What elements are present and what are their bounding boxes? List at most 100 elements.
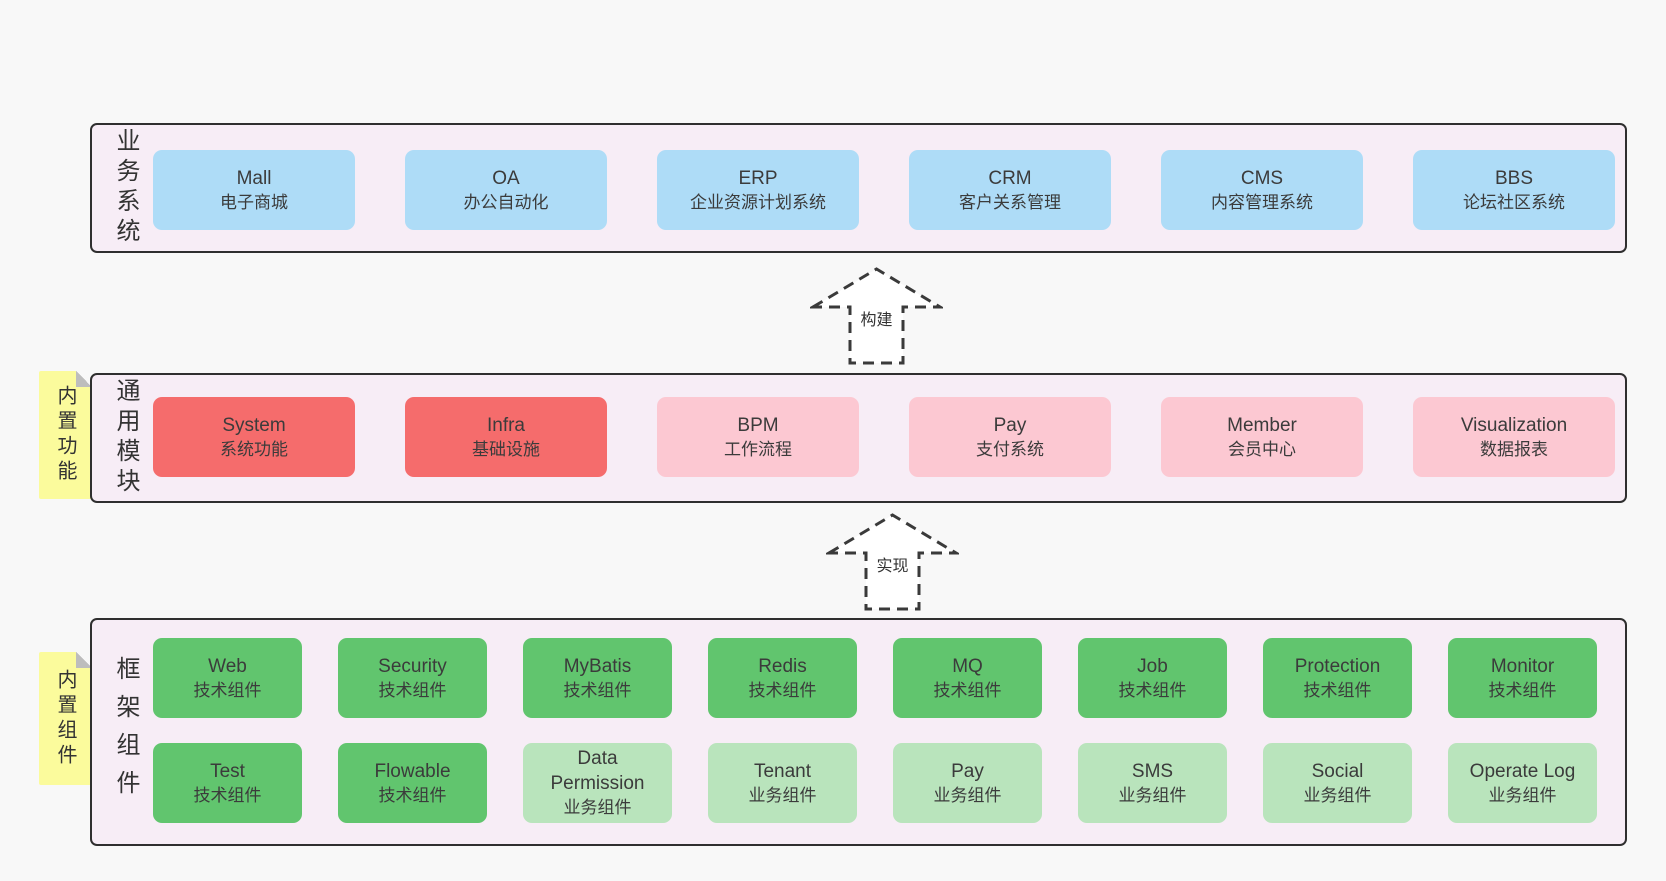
folded-corner-icon [76,371,92,387]
box-crm: CRM 客户关系管理 [909,150,1111,230]
box-pay-biz: Pay 业务组件 [893,743,1042,823]
box-desc: 业务组件 [748,785,817,805]
layer-framework-components-label: 框架组件 [112,656,139,808]
box-name: MQ [952,655,983,677]
box-name: MyBatis [563,655,632,677]
box-bbs: BBS 论坛社区系统 [1413,150,1615,230]
box-name: Infra [486,414,526,436]
box-name: ERP [738,167,778,189]
box-desc: 技术组件 [1118,680,1187,700]
box-sms: SMS 业务组件 [1078,743,1227,823]
folded-corner-icon [76,652,92,668]
box-member: Member 会员中心 [1161,397,1363,477]
box-desc: 数据报表 [1480,439,1548,459]
box-erp: ERP 企业资源计划系统 [657,150,859,230]
box-desc: 业务组件 [563,798,632,817]
box-desc: 办公自动化 [463,192,549,212]
box-name: Pay [993,414,1027,436]
box-desc: 工作流程 [724,439,792,459]
box-name: OA [492,167,520,189]
box-operate-log: Operate Log 业务组件 [1448,743,1597,823]
box-web: Web 技术组件 [153,638,302,718]
box-redis: Redis 技术组件 [708,638,857,718]
box-name: Visualization [1460,414,1568,436]
box-desc: 会员中心 [1228,439,1296,459]
dashed-up-arrow-icon [826,513,959,611]
box-desc: 支付系统 [976,439,1044,459]
box-mall: Mall 电子商城 [153,150,355,230]
arrow-implement: 实现 [826,513,959,611]
box-test: Test 技术组件 [153,743,302,823]
box-mq: MQ 技术组件 [893,638,1042,718]
box-name: Monitor [1490,655,1555,677]
box-name: Test [210,760,245,782]
box-desc: 企业资源计划系统 [690,192,826,212]
box-desc: 技术组件 [933,680,1002,700]
box-oa: OA 办公自动化 [405,150,607,230]
box-name: Tenant [753,760,812,782]
box-pay: Pay 支付系统 [909,397,1111,477]
box-desc: 技术组件 [1488,680,1557,700]
layer-common-modules-label: 通用模块 [112,378,139,498]
box-name: SMS [1131,760,1174,782]
box-name: BBS [1494,167,1534,189]
box-name: Operate Log [1469,760,1576,782]
box-name: CMS [1240,167,1284,189]
box-monitor: Monitor 技术组件 [1448,638,1597,718]
box-desc: 技术组件 [378,680,447,700]
sticky-note-built-in-components: 内置组件 [39,652,92,785]
box-desc: 技术组件 [1303,680,1372,700]
box-infra: Infra 基础设施 [405,397,607,477]
box-name: Flowable [374,760,451,782]
box-name: Data Permission [550,748,645,794]
box-desc: 论坛社区系统 [1463,192,1565,212]
box-desc: 技术组件 [378,785,447,805]
sticky-note-label: 内置组件 [54,668,76,769]
layer-framework-components: 框架组件 Web 技术组件 Security 技术组件 MyBatis 技术组件… [90,618,1627,846]
box-desc: 基础设施 [472,439,540,459]
box-name: CRM [988,167,1032,189]
box-desc: 内容管理系统 [1211,192,1313,212]
box-name: Mall [236,167,272,189]
box-desc: 技术组件 [563,680,632,700]
box-desc: 业务组件 [1488,785,1557,805]
box-social: Social 业务组件 [1263,743,1412,823]
box-name: Job [1137,655,1168,677]
box-protection: Protection 技术组件 [1263,638,1412,718]
box-tenant: Tenant 业务组件 [708,743,857,823]
box-name: System [222,414,286,436]
sticky-note-built-in-features: 内置功能 [39,371,92,499]
box-data-permission: Data Permission 业务组件 [523,743,672,823]
box-mybatis: MyBatis 技术组件 [523,638,672,718]
box-desc: 客户关系管理 [959,192,1061,212]
box-security: Security 技术组件 [338,638,487,718]
layer-business-systems-label: 业务系统 [112,128,139,248]
box-system: System 系统功能 [153,397,355,477]
arrow-build-label: 构建 [860,311,892,329]
box-name: Member [1227,414,1297,436]
box-cms: CMS 内容管理系统 [1161,150,1363,230]
box-desc: 系统功能 [220,439,288,459]
box-name: Social [1311,760,1364,782]
box-desc: 业务组件 [1118,785,1187,805]
box-name: Redis [758,655,807,677]
box-desc: 业务组件 [1303,785,1372,805]
box-name: Protection [1294,655,1381,677]
box-desc: 技术组件 [193,680,262,700]
box-visualization: Visualization 数据报表 [1413,397,1615,477]
dashed-up-arrow-icon [810,267,943,365]
layer-common-modules: 通用模块 System 系统功能 Infra 基础设施 BPM 工作流程 Pay… [90,373,1627,503]
box-name: BPM [737,414,779,436]
arrow-implement-label: 实现 [876,557,908,575]
box-desc: 技术组件 [748,680,817,700]
box-flowable: Flowable 技术组件 [338,743,487,823]
box-name: Web [208,655,247,677]
box-name: Pay [951,760,984,782]
box-bpm: BPM 工作流程 [657,397,859,477]
box-name: Security [378,655,447,677]
box-desc: 业务组件 [933,785,1002,805]
arrow-build: 构建 [810,267,943,365]
layer-business-systems: 业务系统 Mall 电子商城 OA 办公自动化 ERP 企业资源计划系统 CRM… [90,123,1627,253]
